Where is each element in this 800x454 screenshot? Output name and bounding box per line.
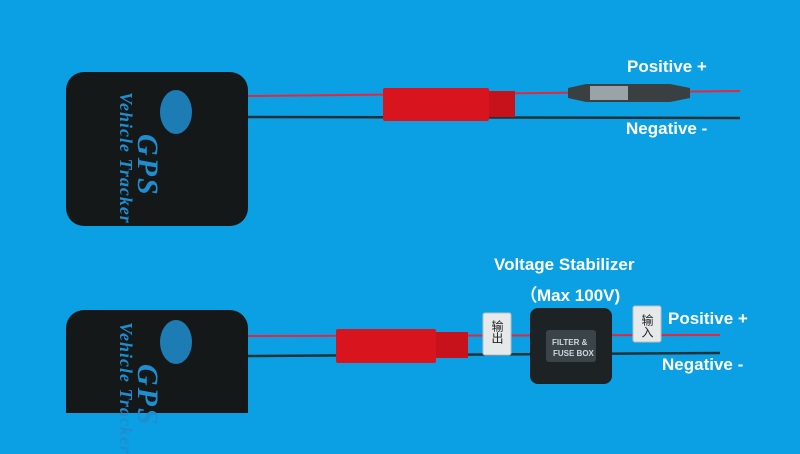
- voltage-stabilizer-title: Voltage Stabilizer: [494, 255, 635, 274]
- gps-tracker-device-bottom: [66, 310, 248, 413]
- filter-fuse-box-window: [546, 330, 596, 362]
- output-tag-text: 输出: [490, 320, 504, 344]
- tracker-logo-top: [160, 90, 192, 134]
- input-tag: [632, 305, 662, 343]
- top-connector-body: [383, 88, 489, 121]
- voltage-stabilizer-subtitle: （Max 100V): [520, 286, 621, 305]
- bottom-positive-label: Positive +: [668, 309, 748, 328]
- inline-fuse-holder: [568, 84, 690, 102]
- filter-box-label-line1: FILTER &: [552, 338, 588, 347]
- input-tag-text: 输入: [640, 314, 654, 338]
- top-positive-label: Positive +: [627, 57, 707, 76]
- wiring-illustration: [66, 72, 741, 413]
- tracker-product-bottom: Vehicle Tracker: [116, 322, 136, 454]
- top-negative-label: Negative -: [626, 119, 708, 138]
- filter-box-label-line2: FUSE BOX: [553, 349, 594, 358]
- gps-tracker-device-top: [66, 72, 248, 226]
- tracker-product-top: Vehicle Tracker: [116, 92, 136, 224]
- output-tag: [482, 312, 512, 356]
- tracker-logo-bottom: [160, 320, 192, 364]
- bottom-negative-label: Negative -: [662, 355, 744, 374]
- top-black-wire: [247, 115, 741, 120]
- fuse-holder-band: [590, 86, 628, 100]
- bottom-connector-body: [336, 329, 436, 363]
